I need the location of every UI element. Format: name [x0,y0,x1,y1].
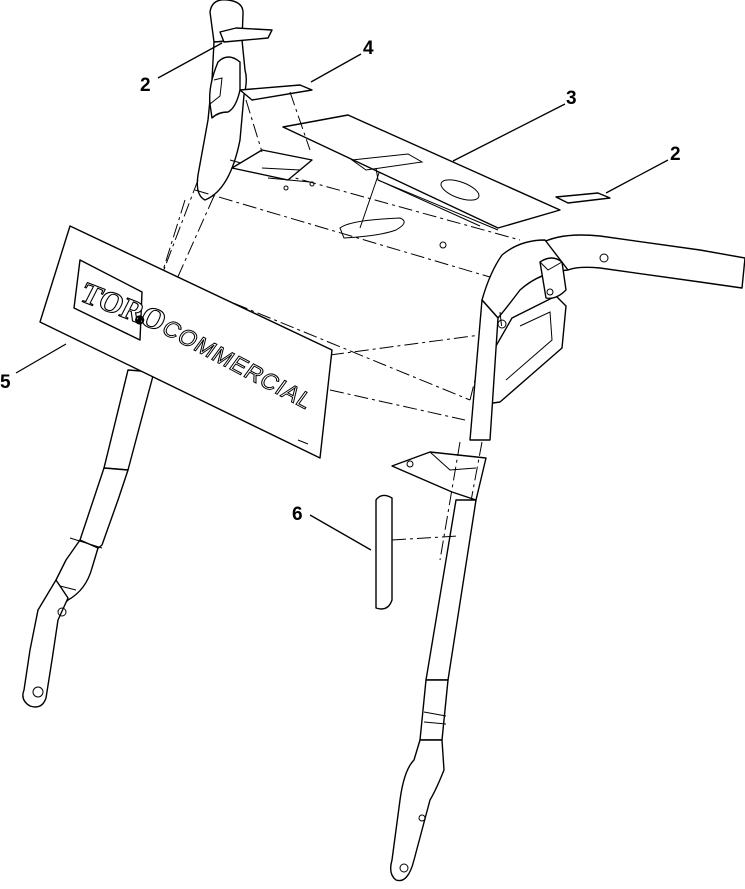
callout-label: 2 [140,75,151,96]
callout-5: 5 [0,343,67,393]
grip-pad [375,494,459,610]
callout-label: 6 [292,504,303,525]
name-decal: TORO ® COMMERCIAL [39,225,333,459]
decal-small [239,84,313,101]
callout-label: 4 [363,38,374,59]
callout-4: 4 [310,38,374,83]
callout-6: 6 [292,504,372,551]
left-handle-tube [22,0,247,708]
callout-label: 3 [566,88,577,109]
callout-3: 3 [452,88,577,162]
decal-right [555,192,611,204]
callout-label: 2 [670,144,681,165]
callout-2-left: 2 [140,42,223,96]
callout-2-right: 2 [605,144,681,194]
right-handle-assembly [389,234,745,882]
callout-label: 5 [0,372,11,393]
cover-plate [282,114,561,231]
decal-left [219,27,273,43]
